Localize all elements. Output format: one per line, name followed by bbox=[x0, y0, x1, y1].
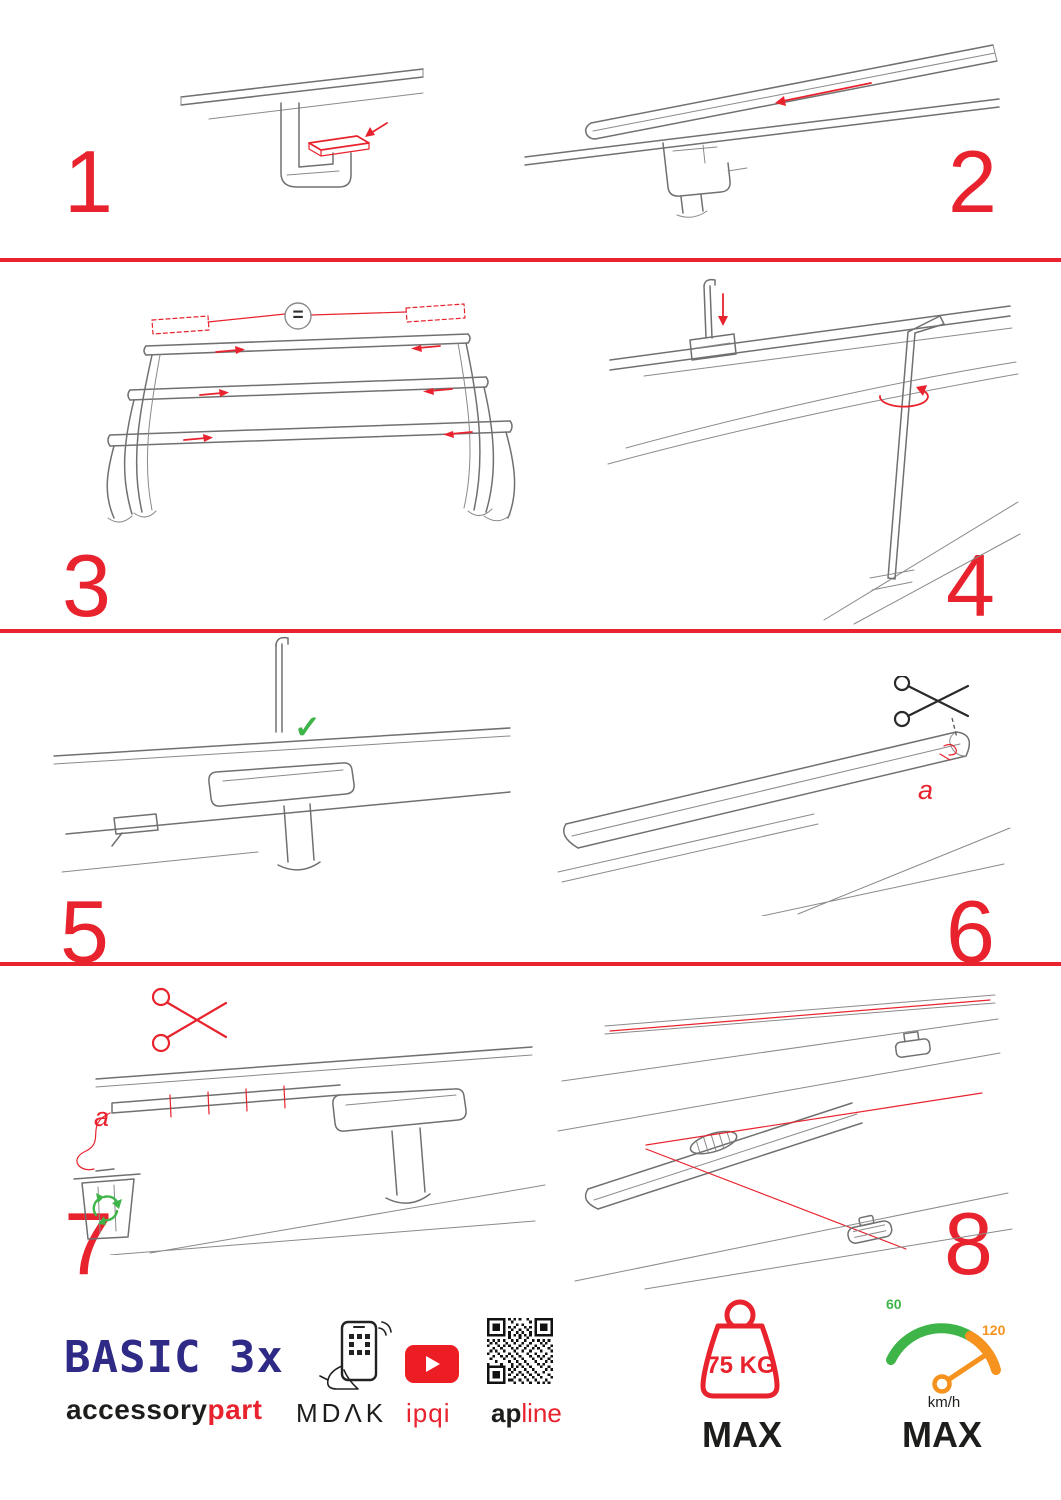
scissors-icon bbox=[893, 676, 970, 728]
equal-spacing-label: = bbox=[292, 305, 304, 326]
equal-spacing-dimension bbox=[151, 302, 466, 335]
step5-illustration bbox=[53, 636, 511, 873]
trash-bin-icon bbox=[73, 1168, 141, 1240]
weight-max-label: MAX bbox=[702, 1414, 782, 1455]
allen-key bbox=[879, 315, 945, 580]
step8-illustration bbox=[557, 994, 1013, 1290]
section-divider-3 bbox=[0, 962, 1061, 966]
rack-feet bbox=[106, 342, 516, 523]
insert-arrow bbox=[370, 122, 388, 134]
step-1-number: 1 bbox=[64, 132, 113, 231]
rubber-strip-end bbox=[939, 743, 957, 761]
step4-illustration bbox=[607, 278, 1021, 625]
cut-strip bbox=[111, 1084, 341, 1118]
speedometer-icon bbox=[886, 1323, 1001, 1394]
cross-bar bbox=[584, 44, 998, 140]
step-3-number: 3 bbox=[62, 536, 111, 635]
partner-mdak-logo: MDΛK bbox=[296, 1398, 388, 1428]
cross-bars bbox=[107, 333, 513, 447]
discard-cord bbox=[76, 1112, 111, 1171]
rubber-pad bbox=[689, 1130, 738, 1155]
phone-scan-icon bbox=[319, 1320, 392, 1390]
apline-line: line bbox=[521, 1398, 562, 1428]
youtube-play-icon bbox=[405, 1345, 459, 1383]
partner-ipqi-logo: ipqi bbox=[406, 1398, 451, 1428]
adjust-arrows bbox=[183, 345, 473, 442]
locking-rod bbox=[275, 636, 289, 733]
apline-ap: ap bbox=[491, 1398, 522, 1428]
brand-accessory: accessory bbox=[66, 1394, 208, 1425]
weight-limit-value: 75 KG bbox=[706, 1352, 776, 1379]
step-5-number: 5 bbox=[60, 882, 109, 981]
clamp-assembly bbox=[208, 762, 355, 871]
section-divider-2 bbox=[0, 629, 1061, 633]
channel-bar bbox=[563, 731, 971, 849]
clamp-bracket bbox=[280, 102, 352, 188]
step3-illustration bbox=[106, 302, 516, 523]
qr-code bbox=[487, 1318, 553, 1384]
clamp-assembly bbox=[332, 1088, 467, 1204]
step1-illustration bbox=[180, 68, 424, 188]
weight-limit-icon bbox=[700, 1299, 780, 1399]
section-divider-1 bbox=[0, 258, 1061, 262]
check-ok-mark: ✓ bbox=[294, 709, 321, 745]
leader-lines bbox=[645, 1092, 983, 1250]
cut-point-label-6: a bbox=[918, 775, 934, 805]
step-4-number: 4 bbox=[946, 536, 995, 635]
step-6-number: 6 bbox=[946, 882, 995, 981]
brand-part: part bbox=[207, 1394, 263, 1425]
spacer-plate bbox=[308, 135, 370, 157]
clamp-bracket bbox=[662, 142, 748, 218]
partner-apline-logo: apline bbox=[491, 1398, 562, 1429]
step6-illustration bbox=[557, 676, 1011, 916]
speed-low-label: 60 bbox=[886, 1296, 902, 1312]
product-logo: BASIC 3x bbox=[64, 1332, 284, 1383]
adapter-top bbox=[894, 1030, 931, 1058]
step-2-number: 2 bbox=[948, 132, 997, 231]
cut-point-label-7: a bbox=[94, 1102, 110, 1132]
step7-illustration bbox=[73, 987, 546, 1255]
t-bolt-adapter bbox=[847, 1214, 893, 1244]
speed-high-label: 120 bbox=[982, 1322, 1006, 1338]
step-7-number: 7 bbox=[64, 1194, 113, 1293]
brand-wordmark: accessorypart bbox=[66, 1394, 262, 1426]
scissors-icon bbox=[151, 987, 228, 1053]
locking-pin bbox=[689, 278, 737, 361]
speed-unit-label: km/h bbox=[927, 1394, 961, 1411]
speed-max-label: MAX bbox=[902, 1414, 982, 1455]
leader-line-top bbox=[609, 999, 991, 1032]
step2-illustration bbox=[524, 44, 1000, 218]
cross-bar bbox=[584, 1102, 863, 1210]
slide-arrow bbox=[782, 82, 872, 102]
recycle-icon bbox=[92, 1193, 122, 1225]
step-8-number: 8 bbox=[944, 1194, 993, 1293]
